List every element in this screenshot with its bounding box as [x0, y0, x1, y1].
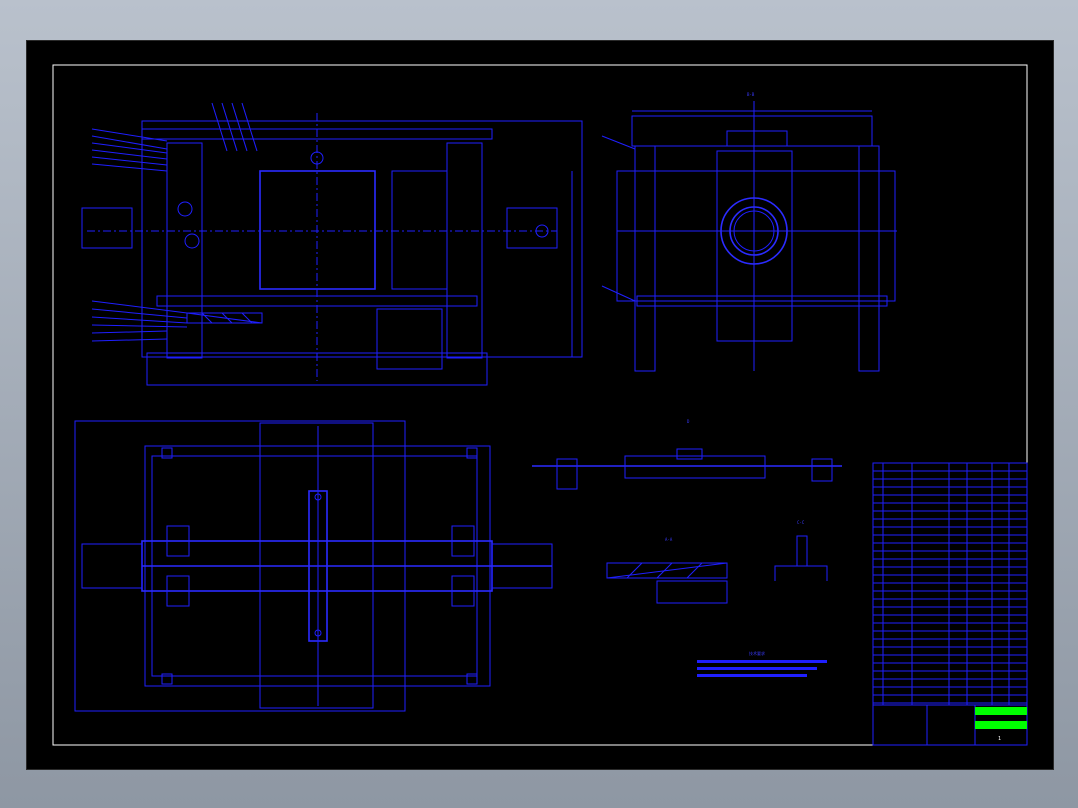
detail-c: C-C — [774, 520, 828, 581]
plan-view — [74, 420, 553, 712]
detail-a: A-A — [606, 537, 728, 604]
sheet-border — [52, 64, 1028, 746]
engineering-drawing: B-B — [52, 64, 1028, 746]
sheet-number: 1 — [998, 736, 1001, 742]
view-label-detail-a: A-A — [665, 537, 673, 542]
title-block: 1 — [872, 704, 1028, 746]
technical-notes: 技术要求 — [697, 650, 827, 677]
notes-heading: 技术要求 — [749, 650, 765, 656]
drawing-number-highlight — [975, 721, 1027, 729]
cad-drawing-canvas[interactable]: B-B — [26, 40, 1054, 770]
parts-list — [872, 462, 1028, 706]
drawing-title-highlight — [975, 707, 1027, 715]
view-label-small: D — [687, 419, 690, 424]
view-label-detail-c: C-C — [797, 520, 805, 525]
top-small-view: D — [532, 419, 842, 490]
side-view: B-B — [601, 92, 897, 372]
view-label-side: B-B — [747, 92, 755, 97]
front-view — [81, 102, 583, 386]
